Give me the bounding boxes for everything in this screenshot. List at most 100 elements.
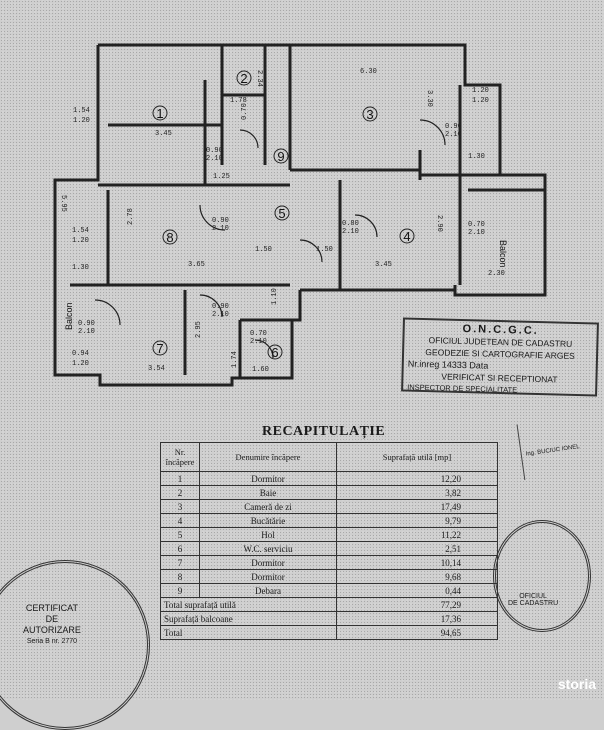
dim-label: 1.54 [73,107,90,115]
dim-label: 6.30 [360,68,377,76]
dim-label: 1.20 [472,97,489,105]
dim-label: 1.50 [255,246,272,254]
recap-cell-name: Bucătărie [199,513,337,528]
recap-cell-nr: 9 [160,583,200,598]
engineer-stamp: Ing. BUCIUC IONEL [516,411,604,481]
recap-cell-nr: 4 [160,513,200,528]
room-number-6: 6 [271,345,278,360]
dim-label: 2.10 [250,338,267,346]
seal-line: CERTIFICAT [25,603,78,613]
room-number-5: 5 [278,206,285,221]
dim-label: 2.10 [212,225,229,233]
recap-cell-nr: 3 [160,499,200,514]
dim-label: 0.90 [212,217,229,225]
recap-cell-name: Debara [199,583,337,598]
seal-line: DE [45,614,59,624]
recap-cell-area: 2,51 [336,541,498,556]
total-label: Total [160,625,337,640]
dim-label: 1.30 [72,264,89,272]
recap-cell-area: 9,79 [336,513,498,528]
dim-label: 0.90 [78,320,95,328]
room-number-4: 4 [403,229,410,244]
total-value: 77,29 [336,597,498,612]
room-number-1: 1 [156,106,163,121]
dim-label: 2.78 [127,208,135,225]
recap-cell-name: Hol [199,527,337,542]
dim-label: 0.90 [206,147,223,155]
recap-cell-name: Baie [199,485,337,500]
dim-label: 0.80 [342,220,359,228]
recap-header-row: Nr. încăpere Denumire încăpere Suprafață… [160,442,498,472]
dim-label: 1.20 [72,237,89,245]
dim-label: 2.10 [206,155,223,163]
room-numbers: 1 2 3 4 5 6 7 8 9 [152,70,415,360]
dim-label: 1.60 [252,366,269,374]
dim-label: 2.90 [435,215,443,232]
seal-line: OFICIUL [519,593,547,600]
dim-label: 0.70 [241,103,249,120]
dim-label: 1.25 [213,173,230,181]
total-value: 17,36 [336,611,498,626]
watermark-logo: storia [557,676,596,692]
balcony-label-left: Balcon [64,302,74,330]
dim-label: 2.95 [195,321,203,338]
recap-cell-area: 3,82 [336,485,498,500]
dim-label: 2.10 [445,131,462,139]
floor-plan: 1 2 3 4 5 6 7 8 9 Balcon Balcon 6.30 3.4… [53,43,547,387]
recap-cell-name: Cameră de zi [199,499,337,514]
cadastre-office-seal: OFICIUL DE CADASTRU [493,520,591,632]
recap-cell-nr: 6 [160,541,200,556]
recap-cell-area: 9,68 [336,569,498,584]
dim-label: 1.78 [230,97,247,105]
dim-label: 3.45 [375,261,392,269]
recap-cell-area: 12,20 [336,471,498,486]
dim-label: 2.34 [255,70,263,87]
recap-cell-area: 10,14 [336,555,498,570]
dim-label: 1.30 [468,153,485,161]
seal-line: AUTORIZARE [23,625,81,635]
cadastre-stamp: O.N.C.G.C. OFICIUL JUDETEAN DE CADASTRU … [401,317,599,397]
recap-cell-nr: 5 [160,527,200,542]
recap-title: RECAPITULAȚIE [262,424,386,439]
recap-cell-nr: 7 [160,555,200,570]
dim-label: 0.90 [445,123,462,131]
dim-label: 0.94 [72,350,89,358]
total-value: 94,65 [336,625,498,640]
dim-label: 2.30 [488,270,505,278]
recap-table: Nr. încăpere Denumire încăpere Suprafață… [160,442,498,640]
recap-cell-area: 17,49 [336,499,498,514]
recap-cell-name: Dormitor [199,569,337,584]
engineer-name: Ing. BUCIUC IONEL [525,444,581,458]
seal-line: Seria B nr. 2770 [26,638,78,645]
dim-label: 0.70 [468,221,485,229]
seal-line: DE CADASTRU [508,600,559,607]
dim-label: 1.20 [72,360,89,368]
recap-cell-area: 0,44 [336,583,498,598]
dim-label: 0.70 [250,330,267,338]
dim-label: 2.10 [78,328,95,336]
dim-label: 3.45 [155,130,172,138]
dim-label: 5.95 [59,195,67,212]
dim-label: 1.50 [316,246,333,254]
room-number-8: 8 [166,230,173,245]
dim-label: 0.90 [212,303,229,311]
room-number-2: 2 [240,71,247,86]
recap-cell-nr: 2 [160,485,200,500]
recap-cell-nr: 1 [160,471,200,486]
total-label: Total suprafață utilă [160,597,337,612]
dim-label: 1.20 [73,117,90,125]
recap-cell-name: W.C. serviciu [199,541,337,556]
recap-cell-name: Dormitor [199,555,337,570]
dim-label: 3.30 [425,90,433,107]
dim-label: 1.54 [72,227,89,235]
